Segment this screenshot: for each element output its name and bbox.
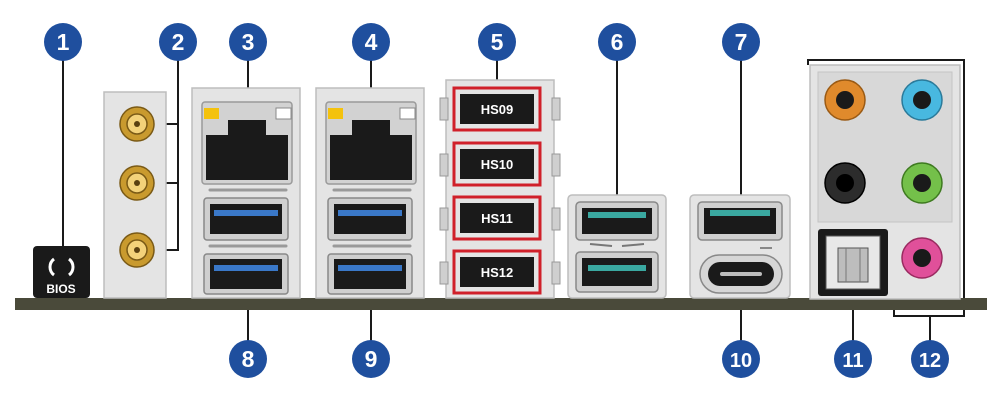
hs09-label: HS09: [481, 102, 514, 117]
usb-port-block1-bottom[interactable]: [203, 253, 289, 295]
audio-jack-green[interactable]: [901, 162, 943, 204]
callout-3-label: 3: [242, 29, 255, 55]
callout-6: 6: [598, 23, 636, 61]
callout-11: 11: [834, 340, 872, 378]
callout-11-label: 11: [842, 350, 863, 372]
wifi-antenna-ports: [103, 91, 167, 299]
motherboard-edge: [15, 298, 987, 310]
callout-10-label: 10: [730, 350, 752, 372]
lan-port-2[interactable]: [325, 101, 417, 185]
callout-5: 5: [478, 23, 516, 61]
callout-8-label: 8: [242, 346, 255, 372]
usb-hs-stack: HS09 HS10 HS11 HS12: [439, 79, 561, 299]
lan-usb-block-1: [191, 87, 301, 299]
lan-port-1[interactable]: [201, 101, 293, 185]
callout-4-label: 4: [365, 29, 378, 55]
audio-jack-orange[interactable]: [824, 79, 866, 121]
lan-led-yellow: [328, 108, 343, 119]
lan-led-white: [275, 107, 292, 120]
leader-12-bracket: [807, 59, 965, 317]
callout-7-label: 7: [735, 29, 748, 55]
usb-port-hs11[interactable]: HS11: [452, 195, 542, 241]
lan-led-yellow: [204, 108, 219, 119]
bios-label: BIOS: [46, 282, 75, 296]
callout-10: 10: [722, 340, 760, 378]
lan-led-white: [399, 107, 416, 120]
usb-port-hs09[interactable]: HS09: [452, 86, 542, 132]
usb-port-block2-bottom[interactable]: [327, 253, 413, 295]
usb-port-block1-top[interactable]: [203, 197, 289, 241]
audio-jack-pink[interactable]: [901, 237, 943, 279]
hs12-label: HS12: [481, 265, 514, 280]
audio-panel: [809, 64, 961, 300]
callout-8: 8: [229, 340, 267, 378]
usb-port-teal-bottom[interactable]: [575, 251, 659, 293]
callout-6-label: 6: [611, 29, 624, 55]
callout-12-label: 12: [919, 350, 941, 372]
lan-usb-block-2: [315, 87, 425, 299]
usb-teal-pair: [567, 194, 667, 299]
bios-flashback-button[interactable]: BIOS: [33, 246, 90, 298]
callout-12: 12: [911, 340, 949, 378]
usb-c-port[interactable]: [699, 254, 783, 294]
callout-4: 4: [352, 23, 390, 61]
callout-5-label: 5: [491, 29, 504, 55]
callout-3: 3: [229, 23, 267, 61]
usb-a-usb-c-block: [689, 194, 791, 299]
antenna-connector-middle[interactable]: [119, 165, 155, 201]
usb-port-teal-top[interactable]: [575, 201, 659, 241]
usb-port-teal-single[interactable]: [697, 201, 783, 241]
antenna-connector-top[interactable]: [119, 106, 155, 142]
callout-2: 2: [159, 23, 197, 61]
optical-spdif-port[interactable]: [818, 229, 888, 296]
callout-1: 1: [44, 23, 82, 61]
usb-port-block2-top[interactable]: [327, 197, 413, 241]
callout-7: 7: [722, 23, 760, 61]
usb-port-hs10[interactable]: HS10: [452, 141, 542, 187]
audio-jack-blue[interactable]: [901, 79, 943, 121]
callout-9: 9: [352, 340, 390, 378]
callout-2-label: 2: [172, 29, 185, 55]
bios-button-body: [33, 246, 90, 298]
hs10-label: HS10: [481, 157, 514, 172]
usb-port-hs12[interactable]: HS12: [452, 249, 542, 295]
flashback-icon: [48, 257, 75, 277]
audio-jack-black[interactable]: [824, 162, 866, 204]
hs11-label: HS11: [481, 211, 513, 226]
callout-1-label: 1: [57, 29, 70, 55]
antenna-connector-bottom[interactable]: [119, 232, 155, 268]
callout-9-label: 9: [365, 346, 378, 372]
